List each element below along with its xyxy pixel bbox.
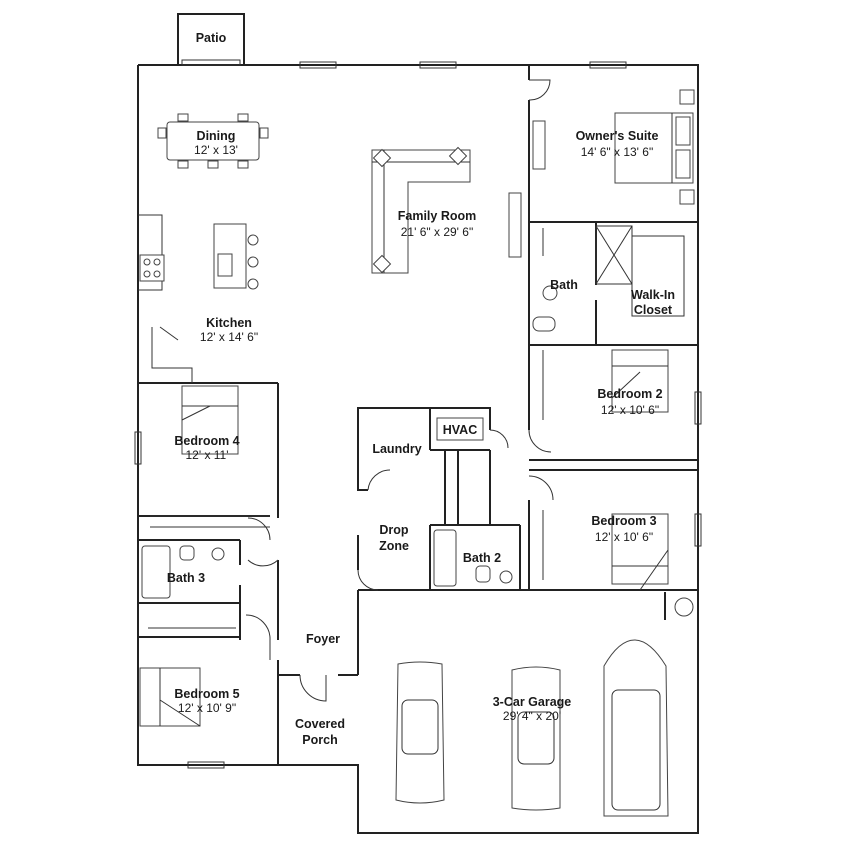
label-covered-porch-1: Covered (295, 717, 345, 731)
label-bedroom-2-size: 12' x 10' 6" (601, 403, 659, 417)
label-bedroom-4-size: 12' x 11' (185, 448, 228, 462)
interior-walls (138, 65, 698, 765)
label-patio: Patio (196, 31, 227, 45)
label-foyer: Foyer (306, 632, 340, 646)
label-kitchen-size: 12' x 14' 6" (200, 330, 258, 344)
closets (148, 225, 633, 629)
patio (177, 13, 245, 66)
label-bedroom-3-size: 12' x 10' 6" (595, 530, 653, 544)
label-owners-suite-size: 14' 6" x 13' 6" (581, 145, 653, 159)
label-bath: Bath (550, 278, 578, 292)
exterior-walls (137, 64, 699, 834)
windows (134, 61, 702, 769)
doors (159, 79, 554, 702)
label-covered-porch-2: Porch (302, 733, 337, 747)
label-dining: Dining (197, 129, 236, 143)
label-family-room: Family Room (398, 209, 477, 223)
label-garage-size: 29' 4" x 20' (503, 709, 561, 723)
label-family-room-size: 21' 6" x 29' 6" (401, 225, 473, 239)
label-walk-in-closet-1: Walk-In (631, 288, 675, 302)
furniture (139, 89, 695, 817)
label-hvac: HVAC (443, 423, 478, 437)
room-labels: Patio Dining 12' x 13' Family Room 21' 6… (167, 31, 675, 747)
label-bedroom-2: Bedroom 2 (597, 387, 662, 401)
label-garage: 3-Car Garage (493, 695, 572, 709)
label-dining-size: 12' x 13' (194, 143, 238, 157)
label-drop-zone-2: Zone (379, 539, 409, 553)
label-owners-suite: Owner's Suite (576, 129, 659, 143)
label-drop-zone-1: Drop (379, 523, 409, 537)
label-laundry: Laundry (372, 442, 421, 456)
label-bedroom-3: Bedroom 3 (591, 514, 656, 528)
label-kitchen: Kitchen (206, 316, 252, 330)
label-bedroom-4: Bedroom 4 (174, 434, 239, 448)
label-walk-in-closet-2: Closet (634, 303, 673, 317)
label-bath-3: Bath 3 (167, 571, 205, 585)
label-bedroom-5: Bedroom 5 (174, 687, 239, 701)
label-bath-2: Bath 2 (463, 551, 501, 565)
label-bedroom-5-size: 12' x 10' 9" (178, 701, 236, 715)
